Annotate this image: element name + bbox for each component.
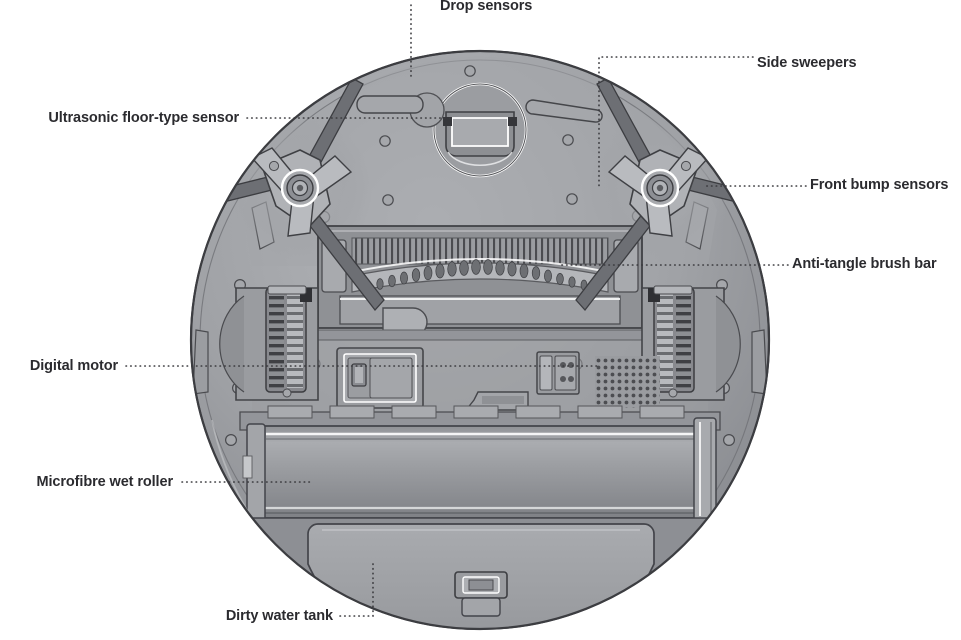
charging-contact-plate bbox=[336, 347, 424, 409]
callout-label-front-bump-sensors: Front bump sensors bbox=[810, 177, 949, 193]
callout-label-digital-motor: Digital motor bbox=[29, 358, 118, 374]
tank-latch bbox=[454, 571, 508, 617]
dirty-water-tank bbox=[251, 517, 709, 629]
callout-label-dirty-water-tank: Dirty water tank bbox=[225, 608, 333, 624]
side-sweeper-right bbox=[575, 77, 769, 312]
microfibre-wet-roller bbox=[242, 417, 717, 521]
leader-side-sweepers bbox=[598, 56, 754, 187]
leader-dirty-water-tank bbox=[339, 562, 374, 617]
callout-label-anti-tangle-brush-bar: Anti-tangle brush bar bbox=[792, 256, 937, 272]
ultrasonic-floor-type-sensor bbox=[432, 82, 528, 178]
drop-sensor-slot-left bbox=[356, 95, 424, 114]
side-sweeper-left bbox=[191, 77, 385, 312]
exhaust-vent-grille bbox=[595, 356, 660, 408]
callout-label-microfibre-wet-roller: Microfibre wet roller bbox=[36, 474, 174, 490]
connector-pin-plate bbox=[536, 351, 580, 395]
callout-label-ultrasonic-floor-type-sensor: Ultrasonic floor-type sensor bbox=[48, 110, 239, 126]
callout-label-side-sweepers: Side sweepers bbox=[757, 55, 857, 71]
drive-wheel-right bbox=[641, 285, 741, 401]
callout-label-drop-sensors: Drop sensors bbox=[440, 0, 533, 14]
leader-lines bbox=[125, 4, 807, 617]
drop-sensor-slot-right bbox=[525, 99, 603, 123]
